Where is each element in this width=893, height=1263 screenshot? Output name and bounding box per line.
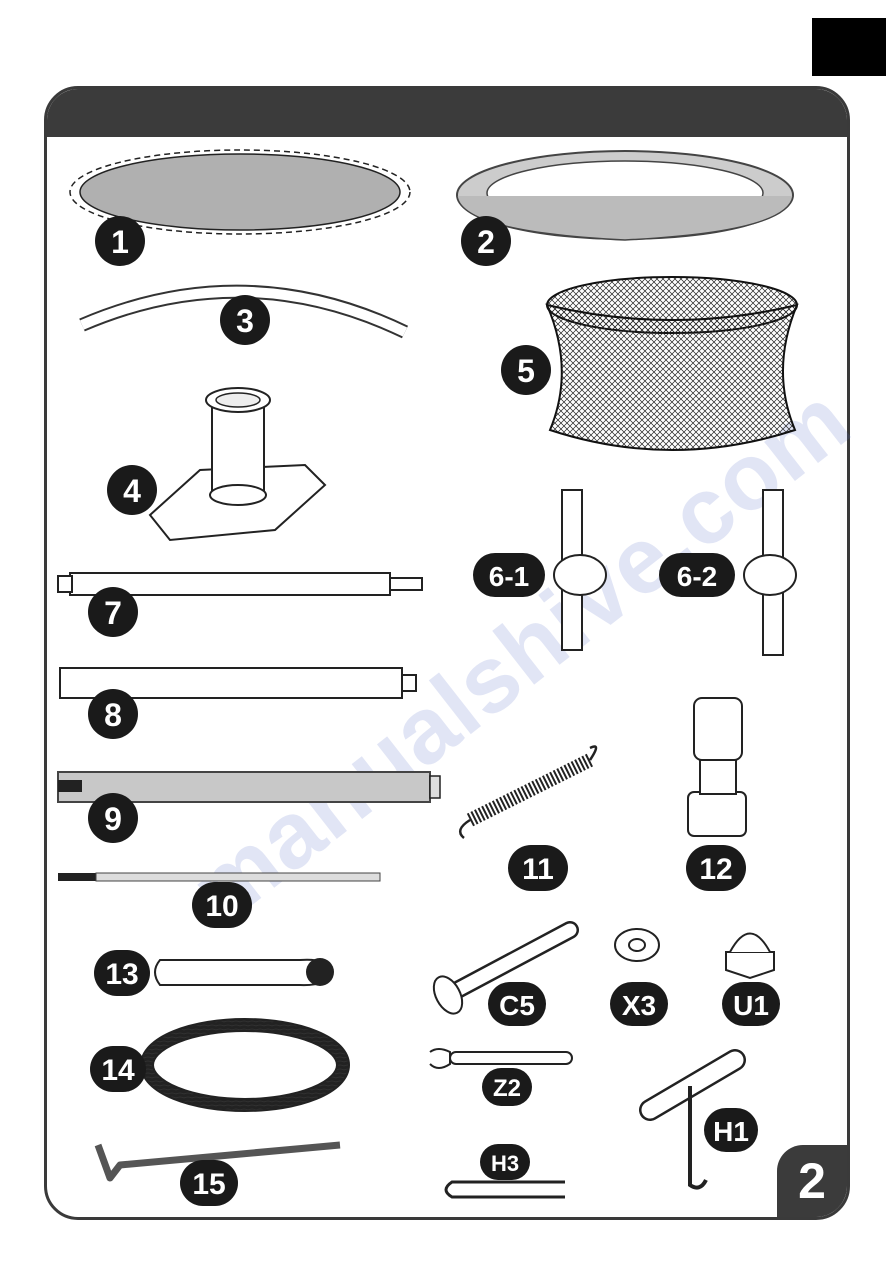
badge-z2 xyxy=(482,1068,532,1106)
badge-1 xyxy=(95,216,145,266)
part-label-h1: H1 xyxy=(713,1116,749,1147)
part-label-6-2: 6-2 xyxy=(677,561,717,592)
part-label-5: 5 xyxy=(517,353,535,389)
part-10-net-pole xyxy=(58,872,381,882)
part-label-11: 11 xyxy=(522,853,554,886)
parts-panel: 2 xyxy=(44,86,850,1220)
part-label-8: 8 xyxy=(104,697,122,733)
part-6-1-connector xyxy=(553,489,607,651)
part-label-u1: U1 xyxy=(733,990,769,1021)
part-label-12: 12 xyxy=(699,853,732,886)
part-label-15: 15 xyxy=(192,1168,225,1201)
part-13-strap xyxy=(154,958,334,987)
badge-10 xyxy=(192,882,252,928)
part-label-10: 10 xyxy=(205,890,238,923)
part-label-13: 13 xyxy=(105,958,138,991)
part-label-2: 2 xyxy=(477,224,495,260)
part-label-z2: Z2 xyxy=(493,1075,521,1102)
part-h3-hook-tool xyxy=(444,1180,565,1199)
part-6-2-connector xyxy=(743,489,797,656)
corner-tab xyxy=(812,18,886,76)
badge-15 xyxy=(180,1160,238,1206)
panel-header-bar xyxy=(47,89,847,137)
part-label-6-1: 6-1 xyxy=(489,561,529,592)
part-label-7: 7 xyxy=(104,595,122,631)
part-5-enclosure-net xyxy=(545,276,799,451)
badge-h1 xyxy=(704,1108,758,1152)
part-14-net-ring xyxy=(140,1018,350,1112)
part-12-pole-cap xyxy=(687,697,747,837)
badge-14 xyxy=(90,1046,146,1092)
badge-5 xyxy=(501,345,551,395)
part-z2-wrench xyxy=(429,1048,573,1069)
part-11-spring xyxy=(458,745,598,839)
badge-6-1 xyxy=(473,553,545,597)
badge-8 xyxy=(88,689,138,739)
part-u1-cap-nut xyxy=(725,932,775,980)
part-7-tube xyxy=(57,572,423,596)
part-4-base-socket xyxy=(148,387,327,542)
badge-2 xyxy=(461,216,511,266)
badge-12 xyxy=(686,845,746,891)
badge-9 xyxy=(88,793,138,843)
part-15-allen-key xyxy=(94,1141,341,1182)
badge-u1 xyxy=(722,982,780,1026)
part-c5-bolt xyxy=(432,921,579,1015)
part-1-jumping-mat xyxy=(69,149,411,235)
badge-13 xyxy=(94,950,150,996)
page-number: 2 xyxy=(777,1145,847,1217)
part-label-3: 3 xyxy=(236,303,254,339)
badge-7 xyxy=(88,587,138,637)
part-label-14: 14 xyxy=(101,1054,135,1087)
part-label-1: 1 xyxy=(111,224,129,260)
badge-h3 xyxy=(480,1144,530,1180)
part-label-9: 9 xyxy=(104,801,122,837)
badge-6-2 xyxy=(659,553,735,597)
part-3-curved-rail xyxy=(79,284,409,339)
part-label-4: 4 xyxy=(123,473,141,509)
part-label-h3: H3 xyxy=(491,1151,519,1176)
badge-3 xyxy=(220,295,270,345)
badge-11 xyxy=(508,845,568,891)
part-label-c5: C5 xyxy=(499,990,535,1021)
badge-4 xyxy=(107,465,157,515)
part-2-frame-pad xyxy=(456,150,794,241)
badge-x3 xyxy=(610,982,668,1026)
part-x3-washer xyxy=(614,928,660,962)
badge-c5 xyxy=(488,982,546,1026)
part-label-x3: X3 xyxy=(622,990,656,1021)
part-h1-t-handle xyxy=(639,1049,746,1190)
